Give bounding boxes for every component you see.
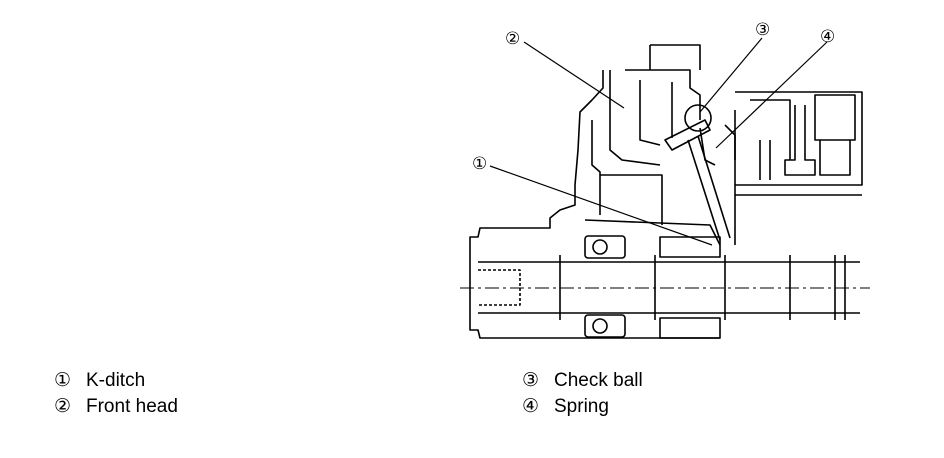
legend-marker: ②	[54, 396, 72, 417]
legend-label: Spring	[554, 396, 609, 417]
front-head-housing	[469, 70, 720, 339]
legend-label: Check ball	[554, 370, 643, 391]
bearing-upper	[659, 236, 721, 258]
legend-marker: ④	[522, 396, 540, 417]
legend-label: K-ditch	[86, 370, 146, 391]
legend-label: Front head	[86, 396, 178, 417]
leader-line-4	[715, 41, 828, 149]
callout-marker-1: ①	[472, 154, 487, 174]
legend-item-2: ② Front head	[54, 394, 178, 420]
check-ball-circle	[684, 104, 712, 132]
legend-right: ③ Check ball ④ Spring	[522, 368, 643, 420]
callout-marker-4: ④	[820, 27, 835, 47]
legend-marker: ①	[54, 370, 72, 391]
legend-left: ① K-ditch ② Front head	[54, 368, 178, 420]
legend-item-1: ① K-ditch	[54, 368, 178, 394]
leader-line-2	[523, 41, 625, 109]
check-valve-body	[664, 119, 711, 151]
leader-line-3	[699, 37, 763, 113]
legend-item-4: ④ Spring	[522, 394, 643, 420]
leader-line-1	[489, 165, 713, 246]
callout-marker-2: ②	[505, 29, 520, 49]
bearing-lower	[659, 317, 721, 339]
callout-marker-3: ③	[755, 20, 770, 40]
legend-marker: ③	[522, 370, 540, 391]
shaft	[478, 261, 860, 314]
shaft-seal-lower	[584, 314, 626, 338]
legend-item-3: ③ Check ball	[522, 368, 643, 394]
shaft-seal-upper	[584, 235, 626, 259]
